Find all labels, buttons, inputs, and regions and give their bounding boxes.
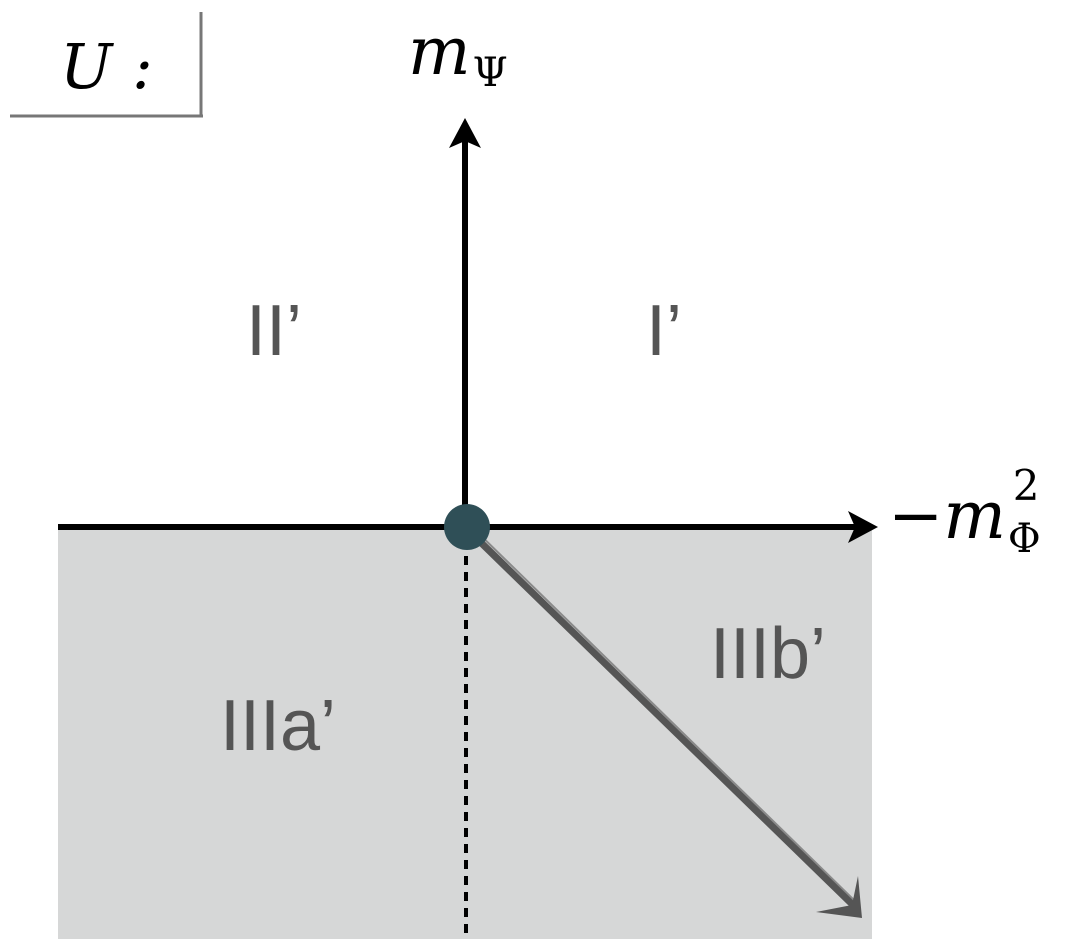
origin-dot	[444, 504, 490, 550]
region-label-top-right: I’	[646, 291, 682, 371]
y-axis-label: mΨ	[408, 13, 508, 96]
flow-arrowhead	[816, 876, 862, 918]
x-axis-arrowhead	[848, 511, 878, 543]
region-label-top-left: II’	[246, 291, 302, 371]
flow-arrow	[464, 526, 862, 918]
label-box: U :	[10, 12, 203, 118]
y-axis	[449, 118, 481, 527]
region-label-bottom-left: IIIa’	[220, 686, 336, 766]
region-label-bottom-right: IIIb’	[710, 614, 826, 694]
y-axis-arrowhead	[449, 118, 481, 148]
x-axis-label: −mΦ2	[888, 461, 1041, 562]
label-box-text: U :	[60, 30, 153, 103]
